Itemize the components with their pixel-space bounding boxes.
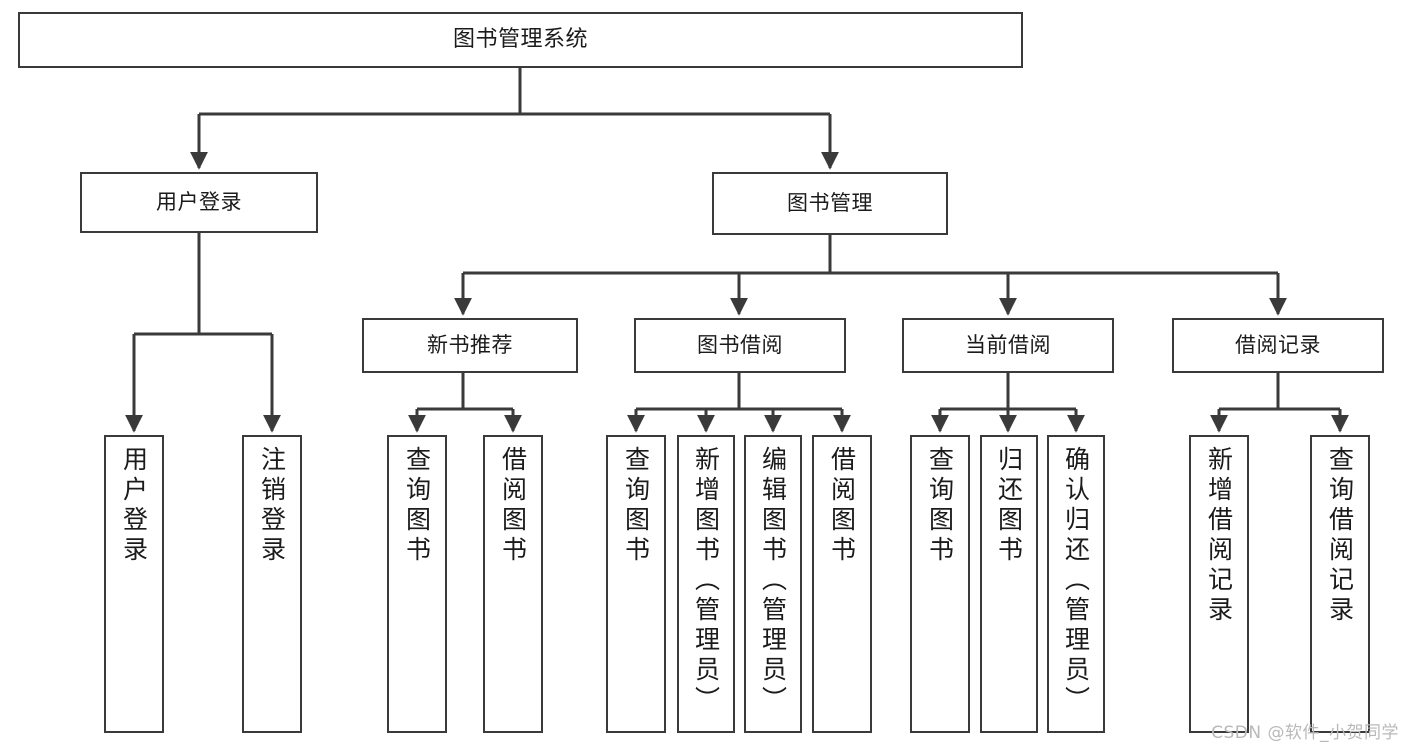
node-label: 查询图书 <box>402 446 432 566</box>
node-label: 用户登录 <box>119 446 149 566</box>
node-new-book-recommend[interactable]: 新书推荐 <box>362 318 578 373</box>
node-label: 图书管理系统 <box>452 26 588 52</box>
node-label: 新增图书（管理员） <box>691 446 721 716</box>
leaf-current-query-book[interactable]: 查询图书 <box>910 435 970 733</box>
node-label: 图书借阅 <box>697 332 783 357</box>
node-label: 新书推荐 <box>427 332 513 357</box>
node-label: 借阅图书 <box>827 446 857 566</box>
leaf-borrow-add-book[interactable]: 新增图书（管理员） <box>677 435 735 733</box>
node-user-login[interactable]: 用户登录 <box>80 172 318 233</box>
leaf-borrow-edit-book[interactable]: 编辑图书（管理员） <box>744 435 802 733</box>
node-label: 查询图书 <box>925 446 955 566</box>
node-book-manage[interactable]: 图书管理 <box>712 172 948 235</box>
node-borrow-record[interactable]: 借阅记录 <box>1172 318 1384 373</box>
node-label: 编辑图书（管理员） <box>758 446 788 716</box>
leaf-new-book-query[interactable]: 查询图书 <box>387 435 447 733</box>
node-label: 查询借阅记录 <box>1325 446 1355 626</box>
leaf-borrow-query-book[interactable]: 查询图书 <box>606 435 666 733</box>
node-label: 当前借阅 <box>965 332 1051 357</box>
leaf-new-book-borrow[interactable]: 借阅图书 <box>483 435 543 733</box>
node-root-system[interactable]: 图书管理系统 <box>18 12 1023 68</box>
node-label: 新增借阅记录 <box>1204 446 1234 626</box>
leaf-current-return-book[interactable]: 归还图书 <box>980 435 1038 733</box>
node-label: 借阅图书 <box>498 446 528 566</box>
node-current-borrow[interactable]: 当前借阅 <box>902 318 1114 373</box>
leaf-user-login[interactable]: 用户登录 <box>104 435 164 733</box>
leaf-record-query[interactable]: 查询借阅记录 <box>1310 435 1370 733</box>
leaf-current-confirm-return[interactable]: 确认归还（管理员） <box>1047 435 1105 733</box>
node-label: 借阅记录 <box>1235 332 1321 357</box>
leaf-record-add[interactable]: 新增借阅记录 <box>1189 435 1249 733</box>
node-label: 确认归还（管理员） <box>1061 446 1091 716</box>
node-label: 用户登录 <box>156 189 242 214</box>
node-label: 图书管理 <box>787 190 873 215</box>
node-label: 注销登录 <box>257 446 287 566</box>
leaf-user-logout[interactable]: 注销登录 <box>242 435 302 733</box>
node-label: 归还图书 <box>994 446 1024 566</box>
node-book-borrow[interactable]: 图书借阅 <box>634 318 846 373</box>
node-label: 查询图书 <box>621 446 651 566</box>
csdn-watermark: CSDN @软件_小贺同学 <box>1211 723 1399 743</box>
leaf-borrow-borrow-book[interactable]: 借阅图书 <box>812 435 872 733</box>
